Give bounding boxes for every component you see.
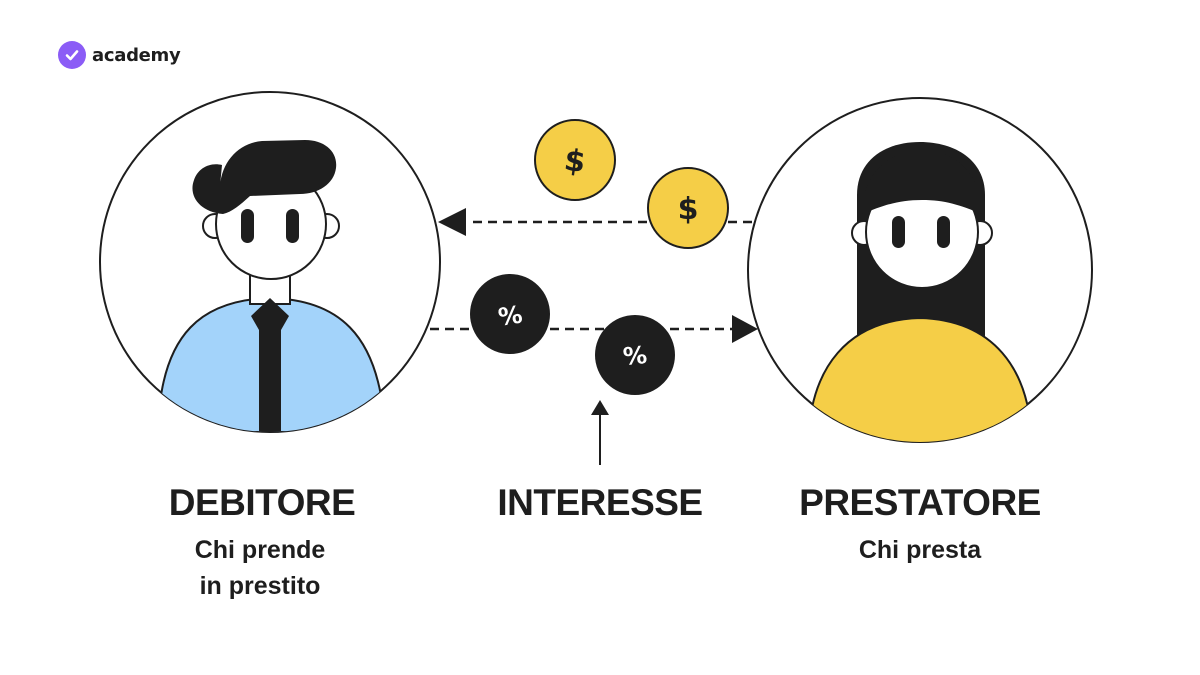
- interest-title: INTERESSE: [497, 482, 703, 523]
- debtor-subtitle-line1: Chi prende: [194, 536, 326, 564]
- debtor-subtitle-line2: in prestito: [199, 572, 321, 600]
- dollar-coin-icon: $: [534, 119, 616, 201]
- debtor-title: DEBITORE: [168, 482, 356, 523]
- lender-body: [806, 316, 1034, 442]
- dollar-coin-icon: $: [647, 167, 729, 249]
- svg-text:%: %: [622, 341, 648, 371]
- debtor-tie: [251, 298, 289, 432]
- lender-subtitle: Chi presta: [858, 536, 982, 564]
- check-badge-icon: [58, 41, 86, 69]
- brand-name: academy: [92, 44, 181, 66]
- brand-logo: academy: [58, 40, 181, 70]
- debtor-avatar: [99, 91, 441, 433]
- interest-pointer-arrow: [591, 400, 609, 465]
- debtor-hair: [192, 140, 337, 214]
- percent-token-icon: %: [595, 315, 675, 395]
- svg-text:$: $: [678, 192, 699, 227]
- svg-text:$: $: [562, 143, 588, 181]
- lender-title: PRESTATORE: [799, 482, 1041, 523]
- percent-token-icon: %: [470, 274, 550, 354]
- lender-bangs: [862, 150, 982, 214]
- svg-text:%: %: [496, 300, 524, 331]
- lender-avatar: [747, 97, 1093, 443]
